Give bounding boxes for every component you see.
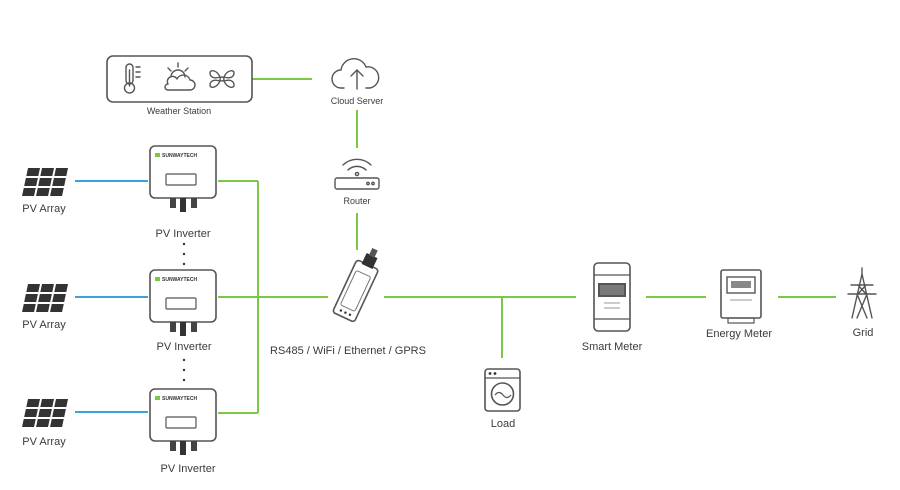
inverter-brand: SUNWAYTECH [162, 277, 197, 283]
pv-array-label: PV Array [22, 203, 66, 215]
pv-inverter-label: PV Inverter [155, 228, 210, 240]
cloud-server: Cloud Server [331, 58, 384, 106]
transmission-tower-icon [847, 267, 877, 319]
energy-meter: Energy Meter [706, 269, 772, 340]
pv-inverter-label: PV Inverter [160, 463, 215, 475]
pv-array-2: PV Array [22, 284, 68, 331]
datalogger: RS485 / WiFi / Ethernet / GPRS [270, 247, 426, 357]
inverter-brand: SUNWAYTECH [162, 396, 197, 402]
pv-array-3: PV Array [22, 399, 68, 448]
inverter-brand: SUNWAYTECH [162, 153, 197, 159]
sun-cloud-icon [164, 62, 196, 91]
load-label: Load [491, 418, 515, 430]
smart-meter-icon [593, 262, 631, 332]
solar-panel-icon [22, 284, 68, 312]
energy-meter-label: Energy Meter [706, 328, 772, 340]
connection-lines [75, 78, 836, 414]
fan-icon [209, 69, 235, 89]
pv-inverter-1: SUNWAYTECH PV Inverter [149, 145, 217, 240]
solar-panel-icon [22, 168, 68, 196]
weather-station-label: Weather Station [147, 106, 211, 116]
weather-station-box [106, 55, 253, 103]
load: Load [484, 368, 521, 430]
grid-label: Grid [853, 327, 874, 339]
weather-station: Weather Station [106, 55, 253, 116]
router-label: Router [343, 196, 370, 206]
pv-inverter-2: SUNWAYTECH PV Inverter [149, 269, 217, 353]
pv-array-label: PV Array [22, 319, 66, 331]
inverter-icon: SUNWAYTECH [149, 269, 217, 336]
solar-panel-icon [22, 399, 68, 427]
datalogger-stick-icon [332, 247, 379, 323]
communication-label: RS485 / WiFi / Ethernet / GPRS [270, 345, 426, 357]
router: Router [334, 158, 380, 206]
smart-meter-label: Smart Meter [582, 341, 643, 353]
grid: Grid [847, 267, 877, 339]
pv-inverter-3: SUNWAYTECH PV Inverter [149, 388, 217, 475]
inverter-icon: SUNWAYTECH [149, 145, 217, 212]
pv-inverter-label: PV Inverter [156, 341, 211, 353]
energy-meter-icon [720, 269, 762, 324]
pv-array-label: PV Array [22, 436, 66, 448]
cloud-server-label: Cloud Server [331, 96, 384, 106]
inverter-icon: SUNWAYTECH [149, 388, 217, 455]
wifi-router-icon [334, 158, 380, 190]
washing-machine-icon [484, 368, 521, 412]
smart-meter: Smart Meter [582, 262, 643, 353]
thermometer-icon [123, 63, 141, 94]
cloud-upload-icon [331, 58, 380, 90]
pv-array-1: PV Array [22, 168, 68, 215]
